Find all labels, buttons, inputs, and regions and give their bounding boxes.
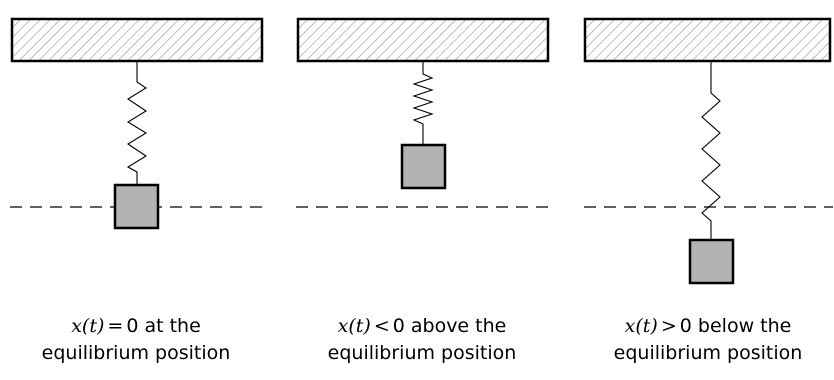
- mass-block: [688, 238, 735, 285]
- position-function: x(t): [624, 315, 658, 337]
- mass-block: [400, 143, 447, 190]
- caption-above: x(t)<0 above the equilibrium position: [292, 313, 552, 367]
- ceiling-support: [10, 17, 264, 63]
- less-than-operator: <: [373, 315, 390, 337]
- caption-text: 0 above the: [392, 315, 507, 337]
- caption-line-1: x(t)=0 at the: [6, 313, 266, 340]
- mass-block: [113, 183, 160, 230]
- ceiling-support: [583, 17, 832, 63]
- caption-equilibrium: x(t)=0 at the equilibrium position: [6, 313, 266, 367]
- spring: [701, 61, 721, 240]
- caption-line-2: equilibrium position: [41, 342, 231, 364]
- panel-equilibrium: [10, 17, 265, 230]
- caption-below: x(t)>0 below the equilibrium position: [578, 313, 834, 367]
- caption-line-2: equilibrium position: [613, 342, 803, 364]
- caption-text: 0 at the: [126, 315, 201, 337]
- spring: [412, 61, 434, 145]
- spring-mass-diagram: [10, 17, 833, 285]
- position-function: x(t): [71, 315, 105, 337]
- panel-below: [583, 17, 833, 285]
- caption-line-2: equilibrium position: [327, 342, 517, 364]
- spring: [126, 61, 148, 185]
- caption-text: 0 below the: [679, 315, 792, 337]
- panel-above: [296, 17, 551, 208]
- greater-than-operator: >: [660, 315, 677, 337]
- equals-operator: =: [107, 315, 124, 337]
- position-function: x(t): [337, 315, 371, 337]
- caption-line-1: x(t)<0 above the: [292, 313, 552, 340]
- ceiling-support: [296, 17, 550, 63]
- caption-line-1: x(t)>0 below the: [578, 313, 834, 340]
